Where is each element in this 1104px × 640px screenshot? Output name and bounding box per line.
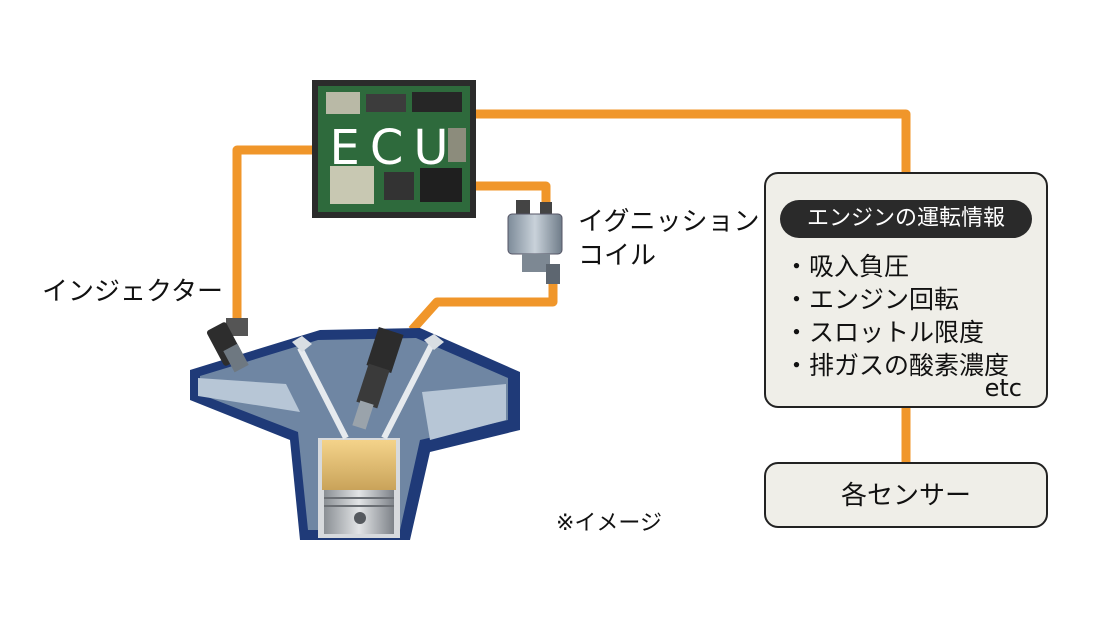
injector <box>206 318 249 373</box>
engine-info-box: エンジンの運転情報 ・吸入負圧 ・エンジン回転 ・スロットル限度 ・排ガスの酸素… <box>764 172 1048 408</box>
sensors-label: 各センサー <box>840 481 971 511</box>
engine-info-list: ・吸入負圧 ・エンジン回転 ・スロットル限度 ・排ガスの酸素濃度 <box>784 250 1009 382</box>
ignition-coil-label-line1: イグニッション <box>578 207 760 237</box>
wiring <box>232 109 911 462</box>
engine-info-item: ・スロットル限度 <box>784 318 985 347</box>
wire-ecu-injector <box>232 145 318 322</box>
engine-info-item: ・吸入負圧 <box>784 252 910 281</box>
ecu-board <box>312 80 476 218</box>
engine-info-title: エンジンの運転情報 <box>780 200 1032 238</box>
engine-info-etc: etc <box>984 374 1022 402</box>
engine-info-item: ・排ガスの酸素濃度 <box>784 351 1010 380</box>
wire-ecu-sensors <box>470 109 911 174</box>
spark-plug <box>352 326 404 430</box>
image-note: ※イメージ <box>556 511 662 536</box>
engine-cutaway <box>190 328 520 540</box>
ignition-coil-label-line2: コイル <box>578 241 657 271</box>
ignition-coil <box>507 200 563 284</box>
engine-info-item: ・エンジン回転 <box>784 285 960 314</box>
injector-label: インジェクター <box>42 277 223 307</box>
sensors-box: 各センサー <box>764 462 1048 528</box>
ecu-label: ECU <box>329 120 459 176</box>
wire-ignition-plug <box>408 284 558 333</box>
wire-ecu-ignition <box>470 181 551 206</box>
